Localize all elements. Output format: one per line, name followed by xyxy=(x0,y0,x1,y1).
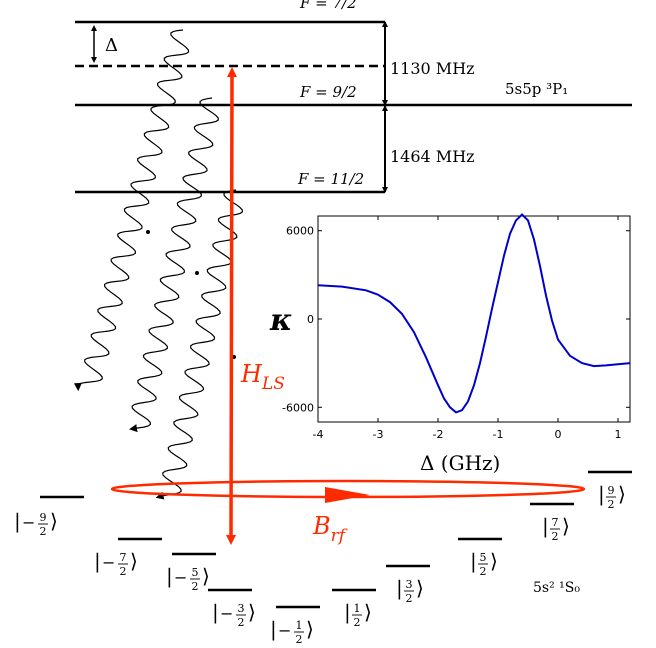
sublevel-ket: |−72⟩ xyxy=(94,549,138,578)
sublevel-ket: |92⟩ xyxy=(598,482,626,511)
ket-sign: − xyxy=(174,568,187,587)
ket-sign: − xyxy=(102,553,115,572)
ket-denominator: 2 xyxy=(120,565,127,578)
x-tick-label: -2 xyxy=(433,428,444,441)
ket-numerator: 9 xyxy=(40,511,47,524)
ket-numerator: 1 xyxy=(354,602,361,615)
inset-series-line xyxy=(317,213,631,414)
ket-left-bar: | xyxy=(270,617,277,642)
ket-right-angle: ⟩ xyxy=(618,482,626,506)
ket-denominator: 2 xyxy=(238,616,245,629)
ket-denominator: 2 xyxy=(192,580,199,593)
ket-denominator: 2 xyxy=(608,498,615,511)
ket-numerator: 5 xyxy=(480,551,487,564)
ket-numerator: 3 xyxy=(406,578,413,591)
ket-left-bar: | xyxy=(598,482,605,507)
ket-right-angle: ⟩ xyxy=(306,617,314,641)
ket-left-bar: | xyxy=(94,549,101,574)
ket-right-angle: ⟩ xyxy=(364,600,372,624)
inset-chart: -4 -3 -2 -1 0 1 6000 0 -6000 κ Δ (GHz) xyxy=(260,210,648,475)
sublevel-ket: |72⟩ xyxy=(542,514,570,543)
ket-sign: − xyxy=(220,604,233,623)
label-delta: Δ xyxy=(105,35,118,56)
ket-right-angle: ⟩ xyxy=(490,549,498,573)
x-tick-label: -1 xyxy=(493,428,504,441)
ket-left-bar: | xyxy=(344,600,351,625)
photon-wave xyxy=(73,29,190,392)
inset-ylabel: κ xyxy=(269,303,293,338)
light-shift-arrow xyxy=(226,67,237,545)
label-excited-state: 5s5p ³P₁ xyxy=(505,80,568,98)
ket-right-angle: ⟩ xyxy=(50,509,58,533)
ket-numerator: 7 xyxy=(552,516,559,529)
ket-numerator: 5 xyxy=(192,566,199,579)
sublevel-ket: |−32⟩ xyxy=(212,600,256,629)
ket-denominator: 2 xyxy=(296,633,303,646)
ket-numerator: 9 xyxy=(608,484,615,497)
ket-sign: − xyxy=(278,621,291,640)
ket-left-bar: | xyxy=(166,564,173,589)
sublevel-ket: |52⟩ xyxy=(470,549,498,578)
inset-ticks: -4 -3 -2 -1 0 1 6000 0 -6000 xyxy=(282,216,630,441)
y-tick-label: -6000 xyxy=(282,401,314,414)
inset-background xyxy=(260,210,648,470)
ket-right-angle: ⟩ xyxy=(562,514,570,538)
label-light-shift: HLS xyxy=(240,360,285,394)
x-tick-label: -4 xyxy=(313,428,324,441)
photon-wave xyxy=(155,189,244,500)
sublevel-ket: |−92⟩ xyxy=(14,509,58,538)
ket-denominator: 2 xyxy=(354,616,361,629)
label-ground-state: 5s² ¹S₀ xyxy=(533,580,580,596)
label-f11: F = 11/2 xyxy=(297,170,364,188)
ket-denominator: 2 xyxy=(40,525,47,538)
ket-numerator: 7 xyxy=(120,551,127,564)
ket-denominator: 2 xyxy=(480,565,487,578)
sublevel-ket: |12⟩ xyxy=(344,600,372,629)
sublevel-ket: |−12⟩ xyxy=(270,617,314,646)
ket-left-bar: | xyxy=(14,509,21,534)
label-f7: F = 7/2 xyxy=(299,0,357,12)
sublevel-ket: |−52⟩ xyxy=(166,564,210,593)
ket-right-angle: ⟩ xyxy=(416,576,424,600)
rf-arrowhead xyxy=(325,487,370,503)
label-rf-field: Brf xyxy=(312,512,348,546)
ket-denominator: 2 xyxy=(552,530,559,543)
label-f9: F = 9/2 xyxy=(299,83,357,101)
y-tick-label: 0 xyxy=(307,313,314,326)
x-tick-label: -3 xyxy=(373,428,384,441)
ket-denominator: 2 xyxy=(406,592,413,605)
label-gap-upper: 1130 MHz xyxy=(390,59,475,78)
dot xyxy=(195,271,199,275)
ket-right-angle: ⟩ xyxy=(202,564,210,588)
sublevel-ket: |32⟩ xyxy=(396,576,424,605)
ket-numerator: 1 xyxy=(296,619,303,632)
photon-wave xyxy=(129,97,219,433)
dot xyxy=(146,230,150,234)
ket-numerator: 3 xyxy=(238,602,245,615)
x-tick-label: 1 xyxy=(615,428,622,441)
label-gap-lower: 1464 MHz xyxy=(390,147,475,166)
inset-xlabel: Δ (GHz) xyxy=(420,451,500,475)
ket-left-bar: | xyxy=(542,514,549,539)
y-tick-label: 6000 xyxy=(286,225,314,238)
ket-right-angle: ⟩ xyxy=(248,600,256,624)
ket-sign: − xyxy=(22,513,35,532)
ket-right-angle: ⟩ xyxy=(130,549,138,573)
ground-sublevels: |−92⟩|−72⟩|−52⟩|−32⟩|−12⟩|12⟩|32⟩|52⟩|72… xyxy=(14,470,632,646)
ket-left-bar: | xyxy=(396,576,403,601)
x-tick-label: 0 xyxy=(555,428,562,441)
scattered-photons xyxy=(73,29,244,500)
ket-left-bar: | xyxy=(470,549,477,574)
ket-left-bar: | xyxy=(212,600,219,625)
